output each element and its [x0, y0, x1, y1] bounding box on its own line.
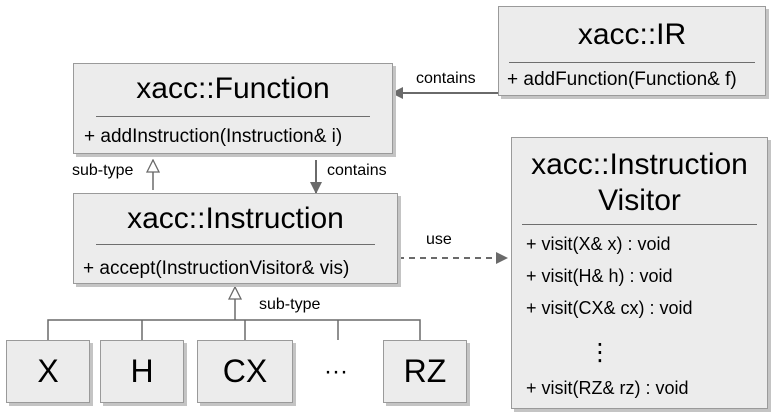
- gate-label-cx: CX: [222, 353, 268, 389]
- gate-label-x: X: [37, 353, 59, 389]
- instruction-separator: [96, 244, 375, 245]
- visitor-class-box[interactable]: xacc::Instruction Visitor + visit(X& x) …: [511, 137, 768, 409]
- label-contains-ir: contains: [416, 70, 476, 87]
- instruction-class-box[interactable]: xacc::Instruction + accept(InstructionVi…: [73, 193, 398, 284]
- gate-box-h[interactable]: H: [100, 340, 184, 403]
- gate-box-rz[interactable]: RZ: [383, 340, 467, 403]
- gate-bus: [47, 319, 421, 340]
- ir-class-title: xacc::IR: [577, 18, 687, 51]
- gates-ellipsis: ···: [324, 358, 348, 385]
- visitor-class-title-line2: Visitor: [598, 184, 681, 217]
- label-use: use: [426, 231, 452, 248]
- instruction-class-title: xacc::Instruction: [127, 202, 344, 235]
- visitor-separator: [522, 224, 757, 225]
- function-separator: [96, 116, 370, 117]
- gate-label-rz: RZ: [403, 353, 447, 389]
- label-subtype-function: sub-type: [72, 162, 134, 179]
- instruction-method-accept: + accept(InstructionVisitor& vis): [83, 258, 350, 279]
- label-contains-function: contains: [327, 162, 387, 179]
- visitor-method-visit-cx: + visit(CX& cx) : void: [526, 298, 693, 318]
- visitor-method-visit-h: + visit(H& h) : void: [526, 266, 673, 286]
- visitor-method-visit-x: + visit(X& x) : void: [526, 234, 671, 254]
- visitor-class-title-line1: xacc::Instruction: [531, 148, 748, 181]
- ir-class-box[interactable]: xacc::IR + addFunction(Function& f): [498, 6, 766, 96]
- gate-box-cx[interactable]: CX: [197, 340, 293, 403]
- gate-box-x[interactable]: X: [6, 340, 90, 403]
- gate-label-h: H: [130, 353, 154, 389]
- ir-separator: [509, 62, 755, 63]
- visitor-methods-ellipsis: ⋮: [588, 339, 612, 366]
- function-class-title: xacc::Function: [136, 72, 330, 105]
- label-subtype-gates: sub-type: [259, 296, 321, 313]
- visitor-method-visit-rz: + visit(RZ& rz) : void: [526, 378, 689, 398]
- ir-method-add-function: + addFunction(Function& f): [507, 69, 737, 90]
- function-class-box[interactable]: xacc::Function + addInstruction(Instruct…: [73, 63, 393, 154]
- function-method-add-instruction: + addInstruction(Instruction& i): [84, 126, 343, 147]
